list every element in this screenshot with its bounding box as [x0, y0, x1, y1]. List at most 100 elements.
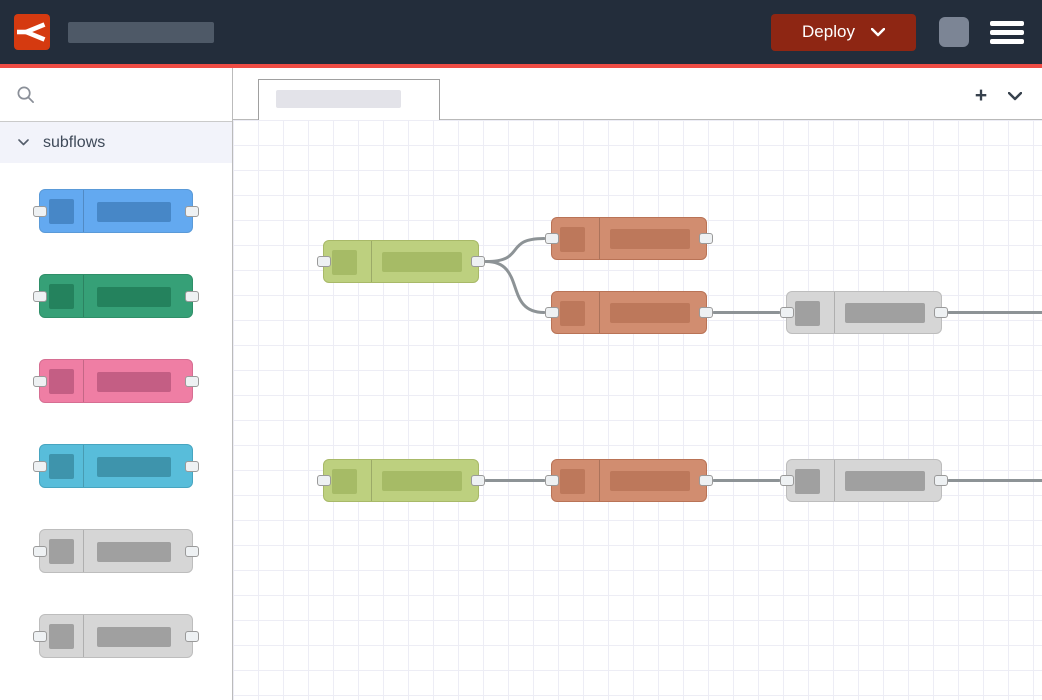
- flow-list-button[interactable]: [1002, 83, 1028, 109]
- palette-search[interactable]: [0, 68, 232, 121]
- output-port[interactable]: [699, 307, 713, 318]
- node-icon: [332, 469, 357, 494]
- search-icon: [17, 86, 34, 103]
- input-port[interactable]: [33, 461, 47, 472]
- node-icon: [49, 284, 74, 309]
- wire[interactable]: [484, 260, 546, 314]
- workspace: +: [233, 68, 1042, 700]
- output-port[interactable]: [699, 233, 713, 244]
- input-port[interactable]: [33, 291, 47, 302]
- output-port[interactable]: [185, 546, 199, 557]
- palette-node-teal[interactable]: [33, 274, 199, 318]
- chevron-down-icon: [1008, 91, 1022, 100]
- node-icon: [560, 469, 585, 494]
- input-port[interactable]: [33, 631, 47, 642]
- node-divider: [599, 460, 600, 501]
- palette-node-blue[interactable]: [33, 189, 199, 233]
- flow-node-green-1[interactable]: [317, 240, 485, 283]
- main-menu-button[interactable]: [990, 20, 1024, 44]
- palette-sidebar: subflows: [0, 68, 233, 700]
- deploy-label: Deploy: [802, 22, 855, 41]
- output-port[interactable]: [934, 307, 948, 318]
- node-icon: [49, 624, 74, 649]
- output-port[interactable]: [185, 631, 199, 642]
- add-flow-button[interactable]: +: [968, 83, 994, 109]
- node-red-split-wire-icon: [17, 22, 46, 42]
- palette-node-list: [0, 163, 232, 658]
- node-label-placeholder: [97, 372, 171, 392]
- header: Deploy: [0, 0, 1042, 64]
- node-divider: [83, 445, 84, 487]
- wire[interactable]: [484, 237, 546, 263]
- output-port[interactable]: [185, 291, 199, 302]
- node-icon: [560, 227, 585, 252]
- user-avatar[interactable]: [939, 17, 969, 47]
- flow-node-gray-2[interactable]: [780, 459, 948, 502]
- deploy-button[interactable]: Deploy: [771, 13, 916, 51]
- app-logo: [14, 14, 50, 50]
- node-label-placeholder: [845, 303, 925, 323]
- node-icon: [49, 454, 74, 479]
- palette-node-gray[interactable]: [33, 529, 199, 573]
- output-port[interactable]: [471, 256, 485, 267]
- output-port[interactable]: [471, 475, 485, 486]
- node-icon: [49, 369, 74, 394]
- flow-node-green-2[interactable]: [317, 459, 485, 502]
- input-port[interactable]: [33, 376, 47, 387]
- flow-tab[interactable]: [258, 79, 440, 120]
- input-port[interactable]: [33, 206, 47, 217]
- input-port[interactable]: [780, 307, 794, 318]
- chevron-down-icon: [870, 27, 885, 36]
- node-label-placeholder: [610, 471, 690, 491]
- node-divider: [834, 460, 835, 501]
- node-divider: [834, 292, 835, 333]
- node-icon: [332, 250, 357, 275]
- node-label-placeholder: [97, 457, 171, 477]
- input-port[interactable]: [545, 475, 559, 486]
- node-divider: [83, 190, 84, 232]
- node-divider: [599, 218, 600, 259]
- node-divider: [371, 241, 372, 282]
- palette-category-subflows[interactable]: subflows: [0, 121, 232, 163]
- input-port[interactable]: [317, 256, 331, 267]
- input-port[interactable]: [780, 475, 794, 486]
- node-label-placeholder: [97, 202, 171, 222]
- flow-node-orange-2[interactable]: [545, 291, 713, 334]
- output-port[interactable]: [185, 461, 199, 472]
- node-label-placeholder: [382, 252, 462, 272]
- node-icon: [795, 301, 820, 326]
- palette-node-gray[interactable]: [33, 614, 199, 658]
- input-port[interactable]: [545, 233, 559, 244]
- output-port[interactable]: [934, 475, 948, 486]
- node-icon: [795, 469, 820, 494]
- flow-canvas[interactable]: [233, 120, 1042, 700]
- node-icon: [560, 301, 585, 326]
- palette-node-cyan[interactable]: [33, 444, 199, 488]
- node-divider: [83, 615, 84, 657]
- node-label-placeholder: [610, 303, 690, 323]
- node-divider: [83, 530, 84, 572]
- input-port[interactable]: [33, 546, 47, 557]
- node-divider: [83, 360, 84, 402]
- flow-node-orange-1[interactable]: [545, 217, 713, 260]
- chevron-down-icon: [18, 139, 29, 146]
- flow-node-orange-3[interactable]: [545, 459, 713, 502]
- node-divider: [599, 292, 600, 333]
- node-label-placeholder: [97, 287, 171, 307]
- hamburger-icon: [990, 20, 1024, 26]
- palette-node-pink[interactable]: [33, 359, 199, 403]
- node-label-placeholder: [845, 471, 925, 491]
- flow-tab-label-placeholder: [276, 90, 401, 108]
- node-divider: [371, 460, 372, 501]
- output-port[interactable]: [699, 475, 713, 486]
- input-port[interactable]: [317, 475, 331, 486]
- input-port[interactable]: [545, 307, 559, 318]
- wire-layer: [484, 237, 1042, 482]
- flow-node-gray-1[interactable]: [780, 291, 948, 334]
- header-accent-line: [0, 64, 1042, 68]
- app-title-placeholder: [68, 21, 214, 43]
- node-icon: [49, 199, 74, 224]
- output-port[interactable]: [185, 206, 199, 217]
- output-port[interactable]: [185, 376, 199, 387]
